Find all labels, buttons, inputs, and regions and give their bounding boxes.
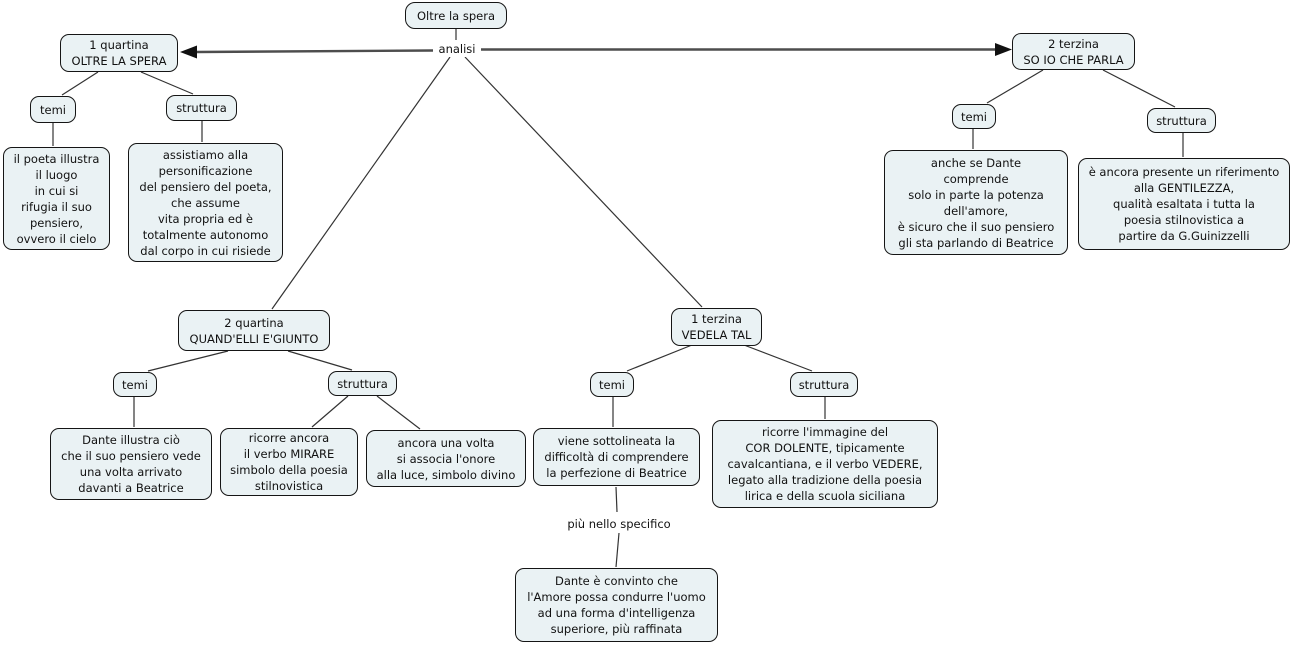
node-1-terzina[interactable]: 1 terzina VEDELA TAL <box>671 308 762 346</box>
connector-q2-struttura-detail-b <box>376 395 421 430</box>
node-struttura-3-detail-a[interactable]: ricorre ancora il verbo MIRARE simbolo d… <box>220 428 358 496</box>
node-2-terzina[interactable]: 2 terzina SO IO CHE PARLA <box>1012 33 1135 70</box>
node-struttura-2[interactable]: struttura <box>1147 108 1216 133</box>
connector-analisi-q1 <box>195 49 434 54</box>
node-struttura-3[interactable]: struttura <box>328 371 397 396</box>
connector-q1-temi <box>61 71 99 96</box>
node-struttura-1[interactable]: struttura <box>166 95 237 121</box>
node-struttura-1-detail[interactable]: assistiamo alla personificazione del pen… <box>128 143 283 262</box>
connector-q2-struttura <box>287 350 353 371</box>
node-struttura-4[interactable]: struttura <box>790 372 858 397</box>
arrowhead-left-icon <box>180 45 197 59</box>
connector-piu-detail <box>615 532 620 568</box>
node-temi-1[interactable]: temi <box>30 96 76 123</box>
connector-t2-temi <box>986 69 1044 104</box>
node-1-quartina[interactable]: 1 quartina OLTRE LA SPERA <box>60 34 178 72</box>
connector-analisi-t1 <box>464 56 703 308</box>
link-label-piu-nello-specifico[interactable]: più nello specifico <box>560 515 678 532</box>
connector-temi-detail-piu <box>615 486 618 513</box>
node-temi-2[interactable]: temi <box>952 104 996 129</box>
node-temi-3-detail[interactable]: Dante illustra ciò che il suo pensiero v… <box>50 428 212 500</box>
node-dante-convinto-detail[interactable]: Dante è convinto che l'Amore possa condu… <box>515 568 718 642</box>
node-struttura-3-detail-b[interactable]: ancora una volta si associa l'onore alla… <box>366 430 526 487</box>
node-root[interactable]: Oltre la spera <box>405 2 507 29</box>
node-temi-3[interactable]: temi <box>113 372 157 397</box>
node-2-quartina[interactable]: 2 quartina QUAND'ELLI E'GIUNTO <box>178 310 330 351</box>
connector-q2-struttura-detail-a <box>311 395 349 428</box>
connector-analisi-q2 <box>271 56 451 310</box>
node-temi-2-detail[interactable]: anche se Dante comprende solo in parte l… <box>884 150 1068 255</box>
arrowhead-right-icon <box>995 43 1012 56</box>
connector-t1-struttura <box>743 344 813 372</box>
node-struttura-4-detail[interactable]: ricorre l'immagine del COR DOLENTE, tipi… <box>712 420 938 508</box>
connector-q1-struttura <box>140 71 194 95</box>
connector-t1-temi <box>626 344 693 372</box>
node-temi-4[interactable]: temi <box>590 372 634 397</box>
node-temi-4-detail[interactable]: viene sottolineata la difficoltà di comp… <box>533 428 700 486</box>
connector-t2-struttura <box>1102 69 1176 108</box>
link-label-analisi[interactable]: analisi <box>433 40 481 57</box>
node-struttura-2-detail[interactable]: è ancora presente un riferimento alla GE… <box>1078 158 1290 250</box>
node-temi-1-detail[interactable]: il poeta illustra il luogo in cui si rif… <box>3 147 110 250</box>
connector-q2-temi <box>147 350 229 372</box>
